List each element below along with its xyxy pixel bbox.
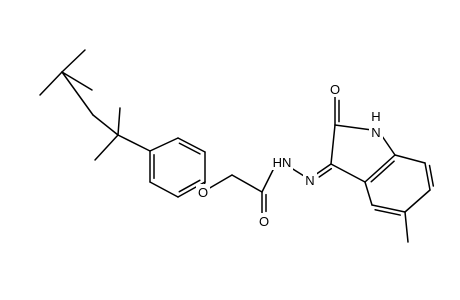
bond-n-c3-double (314, 163, 332, 176)
bond-methyl-a (39, 71, 63, 96)
ring1-bond-2-inner (178, 142, 201, 155)
hydrazide-nh-mask (271, 154, 293, 170)
bond-c3-c3a (330, 163, 366, 183)
ring2-bond-5-inner (374, 209, 401, 216)
bond-methyl-d (94, 134, 119, 161)
ring2-bond-5 (371, 204, 406, 213)
bond-methyl-e (117, 107, 121, 136)
bond-ch2-co (231, 174, 263, 193)
ring1-bond-4-inner (178, 179, 201, 193)
ring1-bond-1 (149, 137, 179, 152)
bond-ch2-b (92, 114, 119, 136)
bond-aryl-methyl (404, 211, 409, 243)
imine-nitrogen-mask (303, 172, 317, 188)
hydrazide-nh-label: HN (273, 155, 292, 170)
carbonyl-oxygen-mask (257, 213, 271, 229)
bond-co-nh (261, 167, 275, 193)
bond-aryl-attach (117, 134, 151, 152)
bond-c2-n (334, 124, 373, 131)
ring2-bond-2 (394, 154, 426, 164)
bond-methyl-c (61, 71, 93, 91)
ring2-bond-1-inner (370, 160, 395, 183)
lactam-oxygen-label: O (330, 82, 340, 97)
lactam-h-mask (369, 108, 383, 124)
bond-layer (39, 49, 435, 243)
lactam-oxygen-mask (328, 81, 342, 97)
ring1-bond-2 (177, 137, 206, 153)
lactam-nitrogen-mask (369, 124, 383, 140)
bond-ch2-a (61, 71, 94, 116)
ring2-bond-6 (364, 181, 373, 206)
ring2-bond-1 (364, 154, 396, 183)
ring1-bond-5 (149, 181, 179, 198)
lactam-nitrogen-label: N (371, 125, 380, 140)
imine-nitrogen-label: N (305, 173, 314, 188)
carbonyl-oxygen-label: O (259, 214, 269, 229)
bond-c3-c2 (330, 124, 336, 165)
ring2-bond-4 (404, 189, 431, 213)
bond-o-ch2 (207, 174, 233, 190)
bond-methyl-b (61, 49, 86, 73)
bond-n-c7a (381, 135, 396, 156)
ether-oxygen-mask (196, 184, 210, 200)
ring2-bond-3 (424, 162, 431, 191)
ether-oxygen-label: O (198, 185, 208, 200)
lactam-h-label: H (371, 109, 380, 124)
bond-n-c3-double-inner (318, 167, 333, 178)
ring2-bond-3-inner (428, 164, 435, 187)
